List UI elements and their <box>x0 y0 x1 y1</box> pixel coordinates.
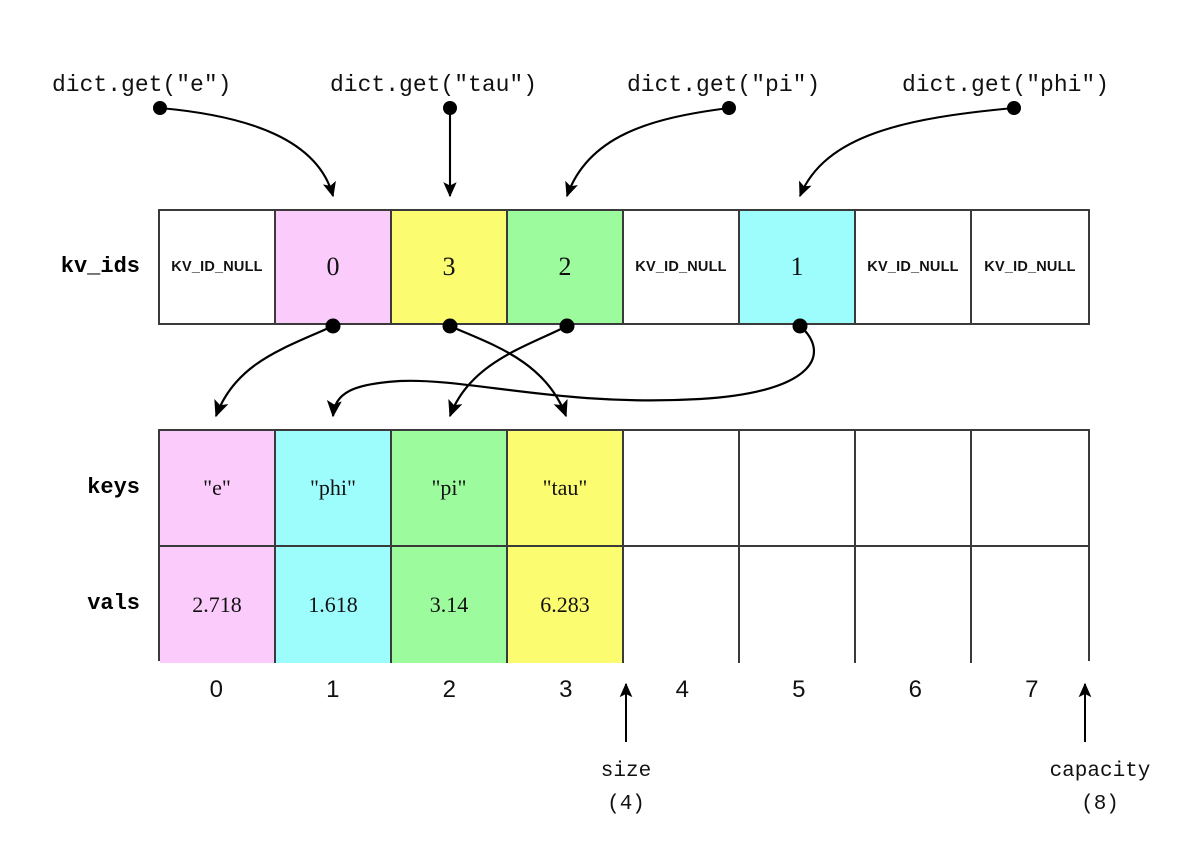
keys-cell-0: "e" <box>160 431 276 545</box>
row-label-keys: keys <box>87 475 140 500</box>
arrow-bucket1-to-keys0 <box>214 318 341 418</box>
arrow-call-pi <box>565 101 736 198</box>
keys-cell-6 <box>856 431 972 545</box>
vals-cell-0: 2.718 <box>160 547 276 663</box>
index-label-5: 5 <box>792 676 806 703</box>
vals-cell-5 <box>740 547 856 663</box>
vals-cell-4 <box>624 547 740 663</box>
capacity-value: (8) <box>1081 793 1119 816</box>
vals-cell-3: 6.283 <box>508 547 624 663</box>
keys-cell-7 <box>972 431 1088 545</box>
row-label-vals: vals <box>87 591 140 616</box>
keys-cell-2: "pi" <box>392 431 508 545</box>
call-label-phi: dict.get("phi") <box>902 72 1110 98</box>
size-value: (4) <box>607 793 645 816</box>
arrow-bucket3-to-keys2 <box>448 318 575 418</box>
kv-ids-cell-0: KV_ID_NULL <box>160 211 276 323</box>
index-label-4: 4 <box>675 676 689 703</box>
size-label: size <box>600 760 652 783</box>
call-label-tau: dict.get("tau") <box>330 72 538 98</box>
vals-cell-6 <box>856 547 972 663</box>
keys-row: "e""phi""pi""tau" <box>160 431 1088 547</box>
capacity-label: capacity <box>1049 760 1151 783</box>
keys-cell-3: "tau" <box>508 431 624 545</box>
arrow-bucket5-to-keys1 <box>326 318 815 418</box>
keys-cell-4 <box>624 431 740 545</box>
kv-ids-cell-6: KV_ID_NULL <box>856 211 972 323</box>
index-label-7: 7 <box>1025 676 1039 703</box>
row-label-kv-ids: kv_ids <box>60 254 140 279</box>
capacity-annotation: capacity (8) <box>1020 760 1180 816</box>
index-label-0: 0 <box>209 676 223 703</box>
call-label-e: dict.get("e") <box>52 72 232 98</box>
size-annotation: size (4) <box>566 760 686 816</box>
arrow-call-phi <box>799 101 1021 198</box>
index-label-2: 2 <box>442 676 456 703</box>
kv-ids-cell-4: KV_ID_NULL <box>624 211 740 323</box>
index-label-6: 6 <box>908 676 922 703</box>
kv-ids-cell-1: 0 <box>276 211 392 323</box>
index-label-1: 1 <box>326 676 340 703</box>
arrow-call-e <box>153 101 336 198</box>
index-label-3: 3 <box>559 676 573 703</box>
kv-ids-cell-5: 1 <box>740 211 856 323</box>
kv-ids-cell-2: 3 <box>392 211 508 323</box>
vals-cell-2: 3.14 <box>392 547 508 663</box>
vals-cell-7 <box>972 547 1088 663</box>
keys-cell-1: "phi" <box>276 431 392 545</box>
keys-cell-5 <box>740 431 856 545</box>
kv-ids-cell-3: 2 <box>508 211 624 323</box>
arrow-bucket2-to-keys3 <box>442 318 568 418</box>
arrow-call-tau <box>443 101 457 198</box>
kv-ids-cell-7: KV_ID_NULL <box>972 211 1088 323</box>
vals-cell-1: 1.618 <box>276 547 392 663</box>
call-label-pi: dict.get("pi") <box>627 72 821 98</box>
